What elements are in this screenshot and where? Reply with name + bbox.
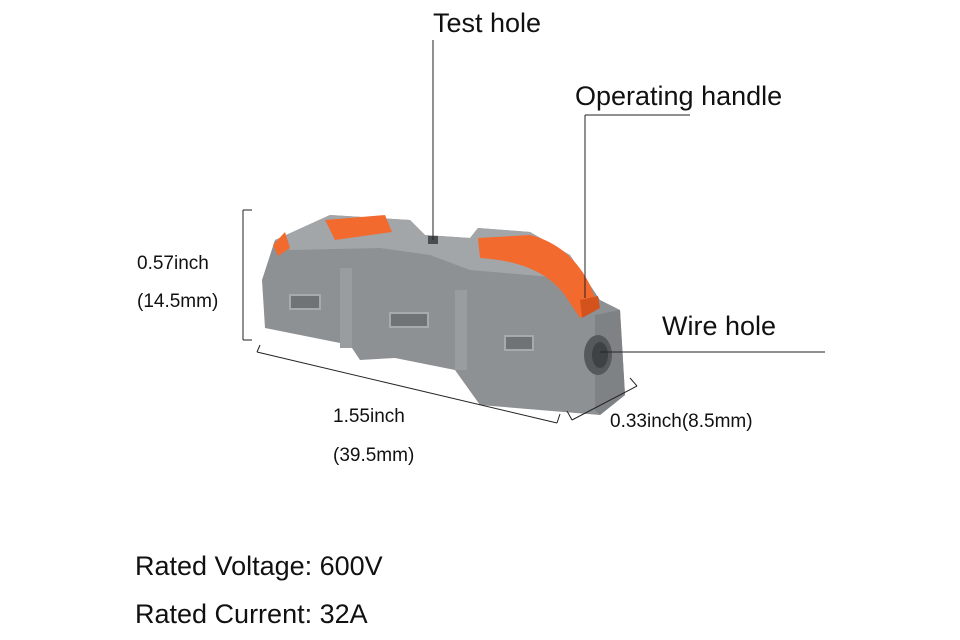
width-label: 0.33inch(8.5mm) xyxy=(610,411,753,432)
rated-current: Rated Current: 32A xyxy=(135,599,368,629)
wire-hole-label: Wire hole xyxy=(662,311,777,341)
operating-handle-label: Operating handle xyxy=(575,81,783,111)
length-mm-label: (39.5mm) xyxy=(333,445,415,466)
height-inch-label: 0.57inch xyxy=(137,253,209,274)
height-mm-label: (14.5mm) xyxy=(137,291,219,312)
connector-body xyxy=(262,215,625,415)
length-inch-label: 1.55inch xyxy=(333,406,405,427)
rated-voltage: Rated Voltage: 600V xyxy=(135,551,383,581)
test-hole-label: Test hole xyxy=(433,8,542,38)
leader-lines xyxy=(242,40,825,424)
operating-handle xyxy=(478,235,598,318)
